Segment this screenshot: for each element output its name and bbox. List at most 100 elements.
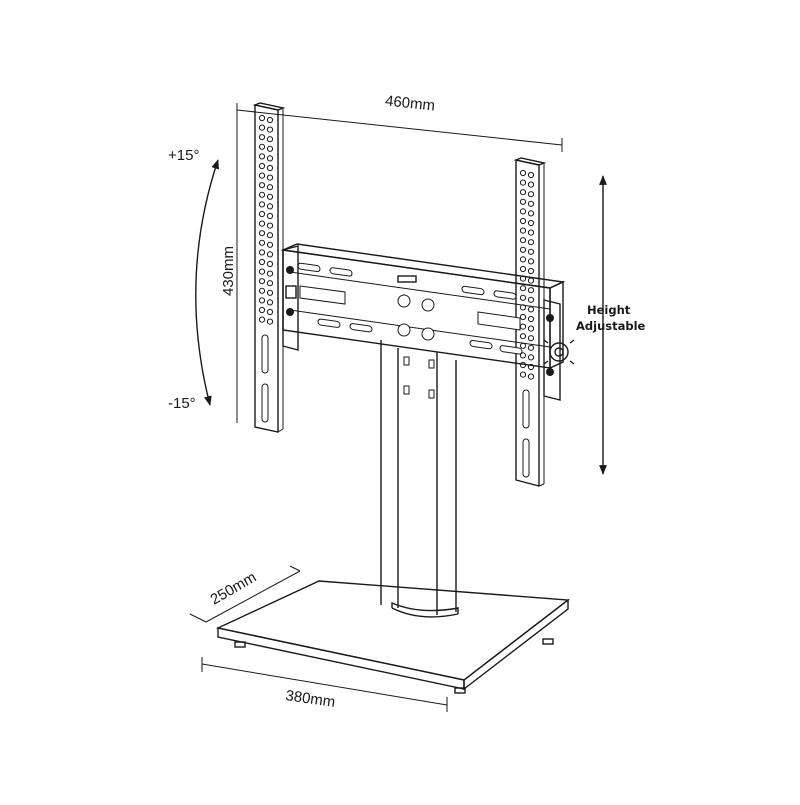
mounting-hole: [258, 220, 266, 227]
mounting-hole: [527, 335, 535, 342]
mounting-hole: [266, 174, 274, 181]
mounting-hole: [266, 222, 274, 229]
base-depth-label: 250mm: [208, 569, 260, 609]
height-adjustable-line2: Adjustable: [576, 319, 646, 333]
mounting-hole: [519, 256, 527, 263]
mounting-hole: [527, 306, 535, 313]
tilt-down-label: -15°: [168, 395, 196, 412]
mounting-hole: [527, 219, 535, 227]
width-top-label: 460mm: [384, 92, 436, 114]
mounting-hole: [266, 232, 274, 239]
mounting-hole: [527, 325, 535, 332]
mounting-hole: [258, 153, 266, 160]
base-plate: [215, 580, 570, 694]
mounting-hole: [266, 241, 274, 248]
left-vesa-arm: [252, 102, 286, 433]
mounting-hole: [527, 287, 535, 294]
mounting-hole: [258, 191, 266, 198]
mounting-hole: [527, 200, 535, 207]
mounting-hole: [258, 210, 266, 218]
mounting-hole: [266, 289, 274, 296]
mounting-hole: [527, 354, 535, 361]
height-adjustable-indicator: Height Adjustable: [576, 175, 646, 475]
mounting-hole: [519, 237, 527, 244]
mounting-hole: [258, 230, 266, 237]
mounting-hole: [527, 258, 535, 265]
mounting-hole: [527, 267, 535, 275]
mounting-hole: [527, 344, 535, 351]
dimension-base-width: 380mm: [201, 657, 448, 712]
mounting-hole: [519, 342, 527, 349]
mounting-hole: [527, 181, 535, 188]
dimension-height-left: 430mm: [220, 110, 238, 423]
tilt-indicator: +15° -15°: [168, 147, 219, 412]
mounting-hole: [258, 134, 266, 141]
mounting-hole: [519, 323, 527, 330]
height-left-label: 430mm: [220, 246, 237, 296]
mounting-hole: [519, 189, 527, 196]
mounting-hole: [519, 208, 527, 215]
mounting-hole: [519, 227, 527, 234]
mounting-hole: [527, 171, 535, 179]
mounting-hole: [258, 201, 266, 208]
mounting-hole: [258, 297, 266, 304]
mounting-hole: [519, 313, 527, 321]
mounting-hole: [519, 352, 527, 359]
mounting-hole: [258, 268, 266, 275]
mounting-hole: [527, 229, 535, 236]
mounting-hole: [266, 308, 274, 316]
tilt-up-label: +15°: [168, 147, 199, 164]
mounting-hole: [527, 210, 535, 217]
mounting-hole: [258, 258, 266, 266]
mounting-hole: [266, 193, 274, 200]
mounting-hole: [266, 203, 274, 210]
mounting-hole: [266, 212, 274, 220]
mounting-hole: [266, 270, 274, 277]
center-column: [380, 340, 459, 618]
mounting-hole: [258, 306, 266, 314]
mounting-hole: [266, 116, 274, 124]
mounting-hole: [527, 315, 535, 323]
mounting-hole: [519, 333, 527, 340]
mounting-hole: [266, 164, 274, 172]
mounting-hole: [527, 296, 535, 303]
height-adjustable-line1: Height: [587, 303, 631, 317]
base-width-label: 380mm: [284, 687, 336, 711]
mounting-hole: [527, 239, 535, 246]
mounting-hole: [258, 239, 266, 246]
mounting-hole: [258, 249, 266, 256]
mounting-hole: [519, 265, 527, 273]
mounting-hole: [266, 251, 274, 258]
mounting-hole: [266, 126, 274, 133]
mounting-hole: [266, 318, 274, 325]
left-hinge: [282, 245, 299, 351]
mounting-hole: [266, 155, 274, 162]
mounting-hole: [527, 373, 535, 380]
mounting-hole: [519, 217, 527, 225]
mounting-hole: [519, 169, 527, 177]
mounting-hole: [258, 172, 266, 179]
dimension-base-depth: 250mm: [189, 565, 301, 623]
mounting-hole: [258, 143, 266, 150]
mounting-hole: [258, 114, 266, 122]
mounting-hole: [527, 277, 535, 284]
mounting-hole: [258, 287, 266, 294]
mounting-hole: [519, 285, 527, 292]
dimension-width-top: 460mm: [236, 92, 563, 152]
mounting-hole: [266, 260, 274, 268]
mounting-hole: [519, 246, 527, 253]
mounting-hole: [258, 182, 266, 189]
mounting-hole: [258, 316, 266, 323]
mounting-hole: [258, 162, 266, 170]
mounting-hole: [258, 278, 266, 285]
mounting-hole: [266, 184, 274, 191]
mounting-hole: [266, 145, 274, 152]
mounting-hole: [527, 248, 535, 255]
right-hinge-knob: [543, 299, 575, 401]
mounting-hole: [519, 198, 527, 205]
mounting-hole: [527, 191, 535, 198]
mounting-hole: [519, 179, 527, 186]
mounting-hole: [519, 371, 527, 378]
